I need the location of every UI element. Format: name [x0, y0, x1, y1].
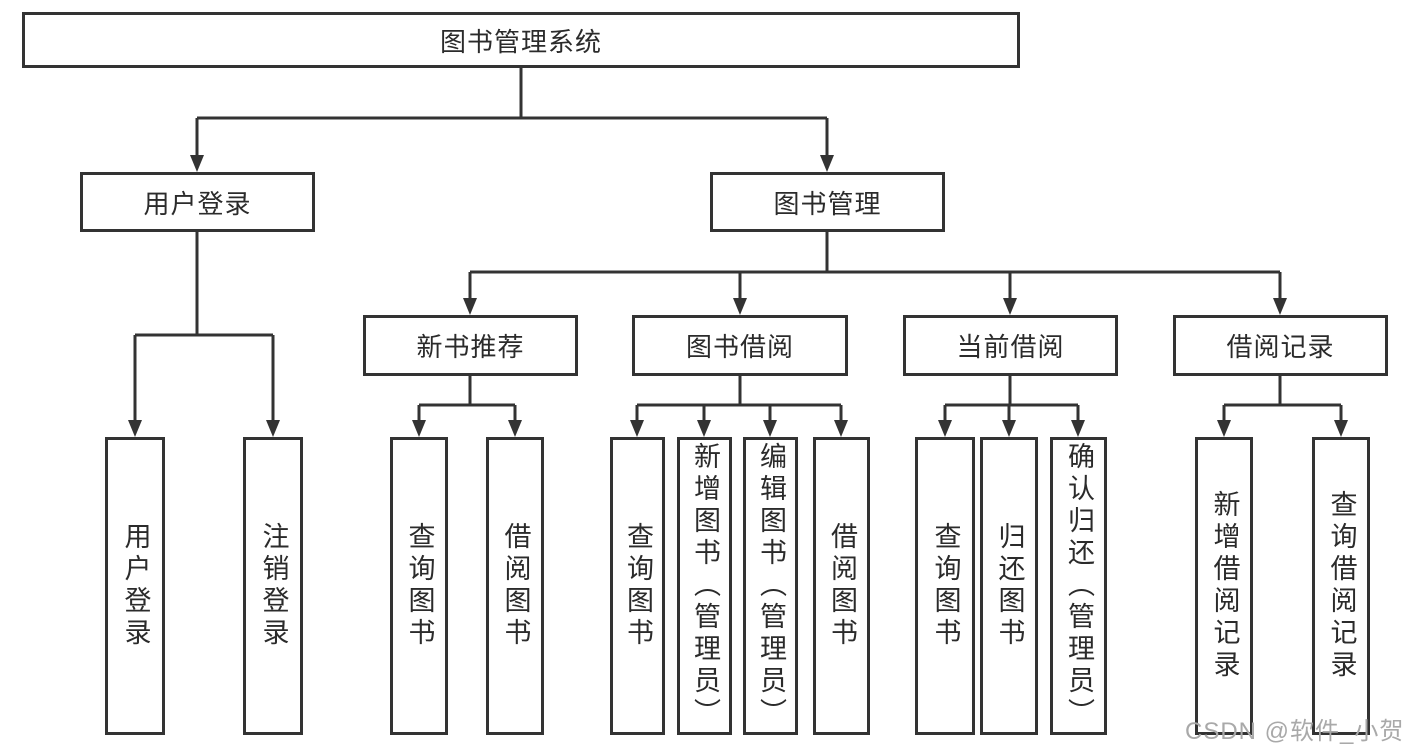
arrowhead-icon [463, 298, 477, 315]
arrowhead-icon [834, 420, 848, 437]
leaf-query-borrow-record: 查询借阅记录 [1312, 437, 1370, 735]
arrowhead-icon [1217, 420, 1231, 437]
arrowhead-icon [266, 420, 280, 437]
leaf-add-book-admin-label: 新增图书（管理员） [690, 442, 720, 730]
arrowhead-icon [190, 155, 204, 172]
leaf-logout-label: 注销登录 [258, 522, 289, 650]
leaf-edit-book-admin-label: 编辑图书（管理员） [756, 442, 786, 730]
leaf-edit-book-admin: 编辑图书（管理员） [743, 437, 798, 735]
node-book-borrow: 图书借阅 [632, 315, 848, 376]
leaf-borrow-books-borrow: 借阅图书 [813, 437, 870, 735]
arrowhead-icon [697, 420, 711, 437]
node-root: 图书管理系统 [22, 12, 1020, 68]
node-borrow-records: 借阅记录 [1173, 315, 1388, 376]
arrowhead-icon [412, 420, 426, 437]
leaf-query-books-newbook: 查询图书 [390, 437, 448, 735]
arrowhead-icon [1003, 298, 1017, 315]
leaf-user-login: 用户登录 [105, 437, 165, 735]
leaf-return-book: 归还图书 [980, 437, 1038, 735]
leaf-borrow-books-newbook: 借阅图书 [486, 437, 544, 735]
arrowhead-icon [128, 420, 142, 437]
arrowhead-icon [1273, 298, 1287, 315]
node-new-book-recommend-label: 新书推荐 [416, 332, 525, 362]
leaf-logout: 注销登录 [243, 437, 303, 735]
leaf-query-books-borrow: 查询图书 [610, 437, 665, 735]
node-user-login: 用户登录 [80, 172, 315, 232]
leaf-query-books-current: 查询图书 [915, 437, 975, 735]
leaf-query-books-newbook-label: 查询图书 [404, 522, 435, 650]
node-book-borrow-label: 图书借阅 [685, 332, 794, 362]
leaf-query-books-borrow-label: 查询图书 [623, 522, 653, 650]
arrowhead-icon [630, 420, 644, 437]
leaf-borrow-books-borrow-label: 借阅图书 [827, 522, 857, 650]
leaf-add-borrow-record: 新增借阅记录 [1195, 437, 1253, 735]
node-current-borrow: 当前借阅 [903, 315, 1118, 376]
arrowhead-icon [763, 420, 777, 437]
arrowhead-icon [1334, 420, 1348, 437]
node-book-management-label: 图书管理 [773, 188, 882, 219]
node-borrow-records-label: 借阅记录 [1226, 332, 1335, 362]
arrowhead-icon [1071, 420, 1085, 437]
node-current-borrow-label: 当前借阅 [956, 332, 1065, 362]
leaf-return-book-label: 归还图书 [994, 522, 1025, 650]
leaf-add-book-admin: 新增图书（管理员） [677, 437, 732, 735]
arrowhead-icon [938, 420, 952, 437]
leaf-add-borrow-record-label: 新增借阅记录 [1209, 490, 1240, 682]
arrowhead-icon [820, 155, 834, 172]
arrowhead-icon [508, 420, 522, 437]
arrowheads [128, 155, 1348, 437]
leaf-confirm-return-admin: 确认归还（管理员） [1050, 437, 1107, 735]
leaf-query-books-current-label: 查询图书 [930, 522, 961, 650]
leaf-confirm-return-admin-label: 确认归还（管理员） [1064, 442, 1094, 730]
leaf-user-login-label: 用户登录 [120, 522, 151, 650]
watermark: CSDN @软件_小贺同学 [1185, 718, 1405, 745]
node-new-book-recommend: 新书推荐 [363, 315, 578, 376]
leaf-query-borrow-record-label: 查询借阅记录 [1326, 490, 1357, 682]
arrowhead-icon [733, 298, 747, 315]
arrowhead-icon [1002, 420, 1016, 437]
leaf-borrow-books-newbook-label: 借阅图书 [500, 522, 531, 650]
node-book-management: 图书管理 [710, 172, 945, 232]
node-user-login-label: 用户登录 [143, 188, 252, 219]
node-root-label: 图书管理系统 [439, 26, 602, 57]
